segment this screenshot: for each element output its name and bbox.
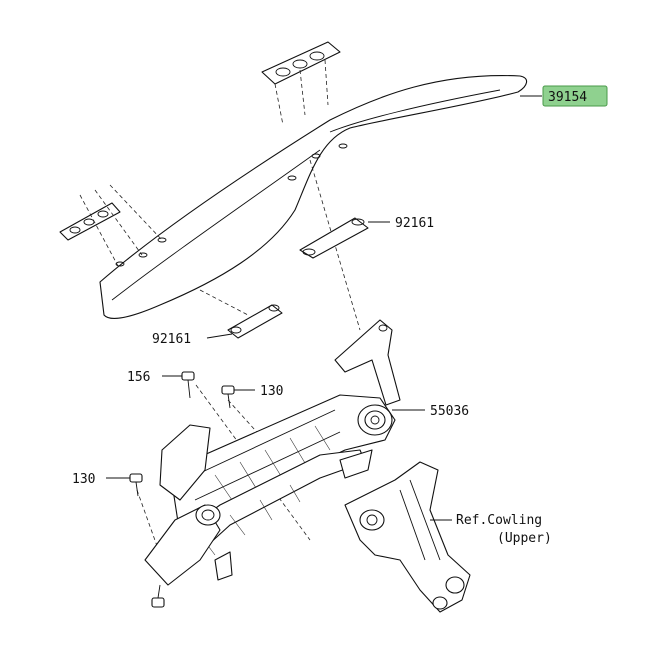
label-55036: 55036 xyxy=(430,404,469,419)
assembly-guides xyxy=(79,59,361,561)
bolt-130-left xyxy=(129,473,143,497)
bolt-bottom xyxy=(151,584,165,608)
windshield xyxy=(99,75,528,319)
label-130-top: 130 xyxy=(260,384,283,399)
label-92161-left: 92161 xyxy=(152,332,191,347)
label-92161-right: 92161 xyxy=(395,216,434,231)
label-39154: 39154 xyxy=(548,90,587,105)
leader-lines xyxy=(106,95,542,521)
top-grommet-plate xyxy=(261,41,341,85)
left-grommet-plate xyxy=(59,202,121,241)
damper-55036 xyxy=(357,404,393,436)
label-ref-upper: (Upper) xyxy=(497,531,552,546)
label-156: 156 xyxy=(127,370,150,385)
label-130-left: 130 xyxy=(72,472,95,487)
mount-frame xyxy=(144,319,401,586)
cowling-upper-ref xyxy=(344,461,471,613)
bracket-left-92161 xyxy=(227,304,283,339)
label-ref-cowling: Ref.Cowling xyxy=(456,513,542,528)
bolt-130-top xyxy=(221,385,235,409)
highlight-39154 xyxy=(542,85,608,107)
bracket-right-92161 xyxy=(299,217,369,259)
bolt-156 xyxy=(181,371,195,399)
